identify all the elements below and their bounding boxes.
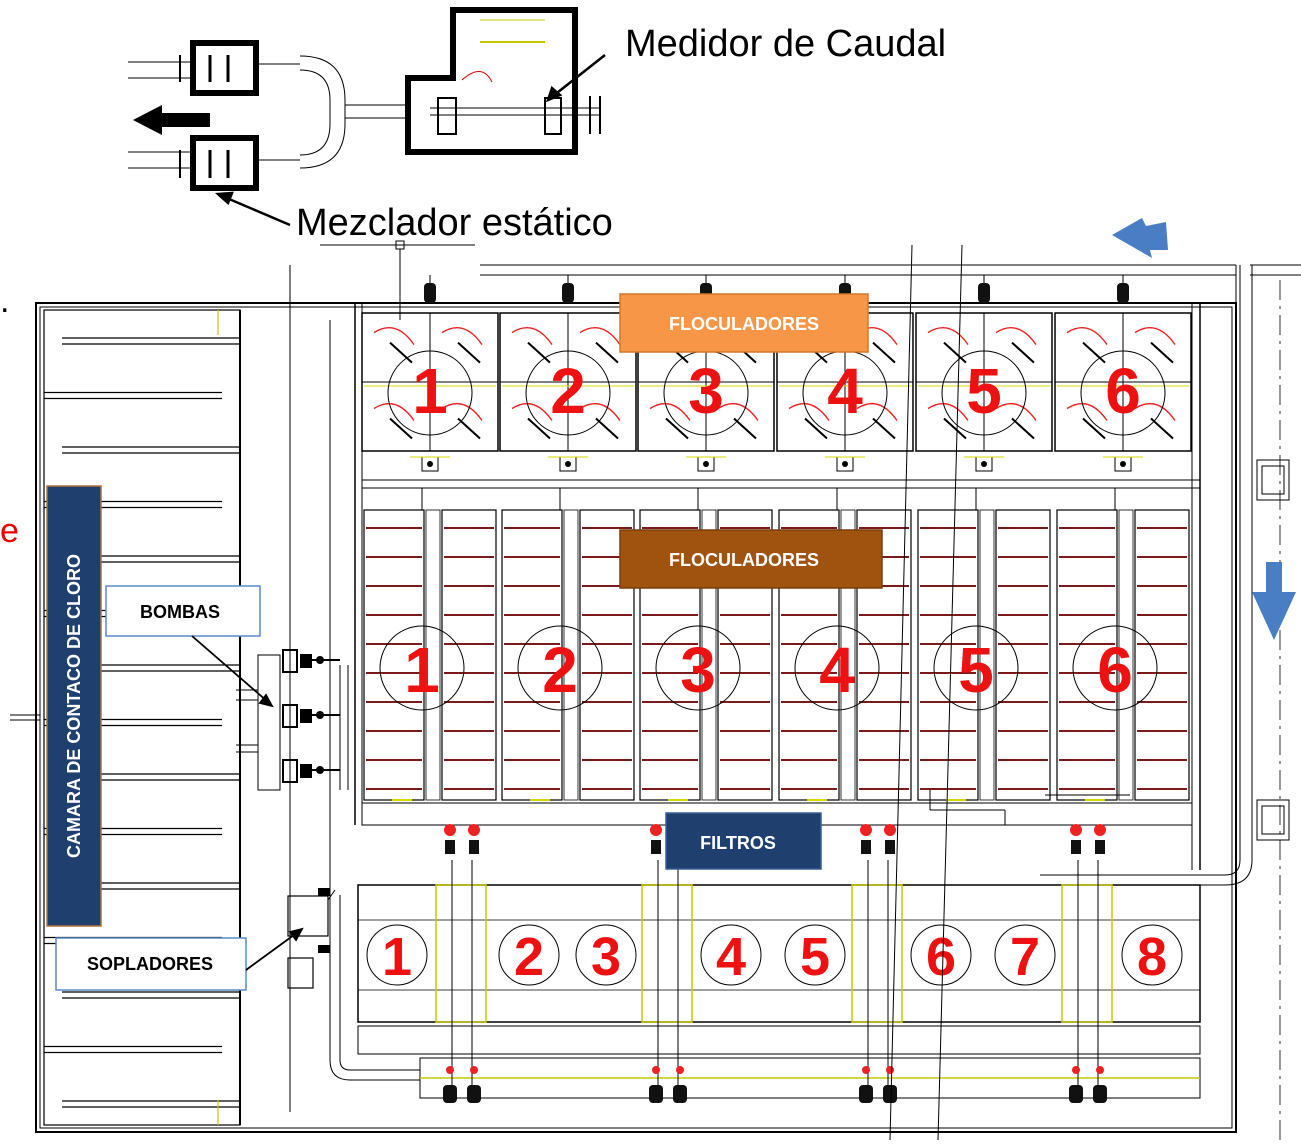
filter-number: 8 [1137, 927, 1167, 987]
top-flocculator-number: 1 [412, 355, 448, 427]
chlorine-chamber-label: CAMARA DE CONTACO DE CLORO [64, 554, 84, 858]
static-mixer-top [190, 40, 259, 96]
filter-number: 2 [514, 927, 544, 987]
top-flocculator-number: 4 [827, 355, 863, 427]
mid-flocculator-number: 2 [542, 634, 578, 706]
top-flocculator-number: 2 [550, 355, 586, 427]
flow-meter-annotation: Medidor de Caudal [625, 23, 946, 65]
mid-flocculator-number: 5 [958, 634, 994, 706]
filter-number: 3 [591, 927, 621, 987]
edge-red-letter: e [0, 512, 19, 550]
filter-number: 4 [716, 927, 746, 987]
mid-flocculator-number: 1 [404, 634, 440, 706]
sopladores-label: SOPLADORES [87, 954, 213, 974]
top-flocculator-number: 3 [688, 355, 724, 427]
bombas-label-box: BOMBAS [105, 585, 261, 637]
top-flocculator-5: 5 [915, 275, 1053, 472]
pump-units [282, 649, 340, 953]
filter-number: 1 [382, 927, 412, 987]
filtros-label: FILTROS [700, 833, 776, 853]
top-flocculator-3: 3 [637, 275, 775, 472]
mid-flocculator-6: 6 [1056, 488, 1190, 801]
filter-number: 6 [926, 927, 956, 987]
filter-2: 2 [498, 924, 560, 987]
floculadores-mid-label: FLOCULADORES [669, 550, 819, 570]
top-flocculator-number: 5 [966, 355, 1002, 427]
filter-1: 1 [366, 924, 428, 987]
flow-meter-building [405, 7, 578, 155]
top-flocculator-6: 6 [1054, 275, 1192, 472]
downflow-arrow-icon [1252, 562, 1296, 640]
inlet-area [128, 7, 601, 191]
sopladores-label-box: SOPLADORES [55, 937, 247, 991]
edge-dot: . [0, 282, 9, 320]
outflow-arrow-icon [133, 105, 210, 135]
static-mixer-annotation: Mezclador estático [296, 202, 613, 244]
filter-number: 5 [800, 927, 830, 987]
top-flocculator-2: 2 [499, 275, 637, 472]
blower-1 [287, 895, 329, 937]
hydraulic-flocculators: 1 2 3 4 5 6 [361, 488, 1193, 826]
floculadores-top-label: FLOCULADORES [669, 314, 819, 334]
mid-flocculator-number: 6 [1097, 634, 1133, 706]
pump-area [236, 320, 420, 1081]
filter-5: 5 [784, 924, 846, 987]
chlorine-chamber-label-box: CAMARA DE CONTACO DE CLORO [46, 485, 102, 927]
bombas-label: BOMBAS [140, 602, 220, 622]
filter-8: 8 [1121, 924, 1183, 987]
inflow-arrow-icon [1112, 218, 1168, 258]
filter-3: 3 [575, 924, 637, 987]
mid-flocculator-5: 5 [917, 488, 1051, 801]
filter-7: 7 [994, 924, 1056, 987]
mid-flocculator-2: 2 [501, 488, 635, 801]
floculadores-mid-label-box: FLOCULADORES [619, 529, 883, 589]
top-flocculator-1: 1 [361, 275, 499, 472]
top-flocculator-number: 6 [1105, 355, 1141, 427]
filter-6: 6 [910, 924, 972, 987]
filtros-label-box: FILTROS [665, 812, 822, 870]
filter-4: 4 [700, 924, 762, 987]
static-mixer-bottom [190, 135, 259, 191]
mid-flocculator-number: 4 [819, 634, 855, 706]
blower-2 [287, 957, 314, 989]
filter-number: 7 [1010, 927, 1040, 987]
mid-flocculator-number: 3 [680, 634, 716, 706]
floculadores-top-label-box: FLOCULADORES [619, 293, 869, 353]
mid-flocculator-1: 1 [363, 488, 497, 801]
